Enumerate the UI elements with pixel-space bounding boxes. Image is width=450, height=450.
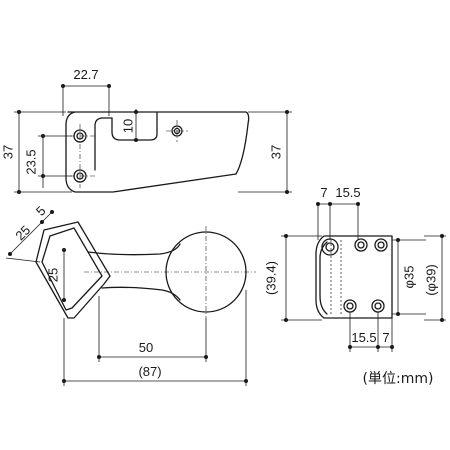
side-rim xyxy=(319,241,328,315)
dim-side-bottom-15-5: 15.5 xyxy=(351,330,376,345)
top-view-step xyxy=(94,117,113,171)
mounting-plate-inner xyxy=(41,227,103,311)
dim-37-left: 37 xyxy=(0,145,15,159)
dim-50: 50 xyxy=(139,340,153,355)
dim-diag-25: 25 xyxy=(12,222,33,243)
dim-37-right: 37 xyxy=(268,145,283,159)
dim-87: (87) xyxy=(138,364,161,379)
top-view: 22.7 10 37 23.5 37 xyxy=(0,67,292,194)
mounting-plate xyxy=(35,221,111,319)
neck xyxy=(87,243,181,301)
dim-side-top-15-5: 15.5 xyxy=(335,185,360,200)
dim-39-4: (39.4) xyxy=(263,261,278,295)
dim-10: 10 xyxy=(120,119,135,133)
dim-phi-35: φ35 xyxy=(401,266,416,289)
dim-diag-5: 5 xyxy=(33,203,49,219)
side-hole-bottom-right xyxy=(371,299,385,313)
dim-base-25: 25 xyxy=(45,268,60,282)
side-hole-top-right xyxy=(374,238,388,252)
side-hole-top-left xyxy=(354,238,368,252)
side-body xyxy=(315,235,393,319)
dim-side-top-7: 7 xyxy=(320,185,327,200)
top-view-outline xyxy=(65,111,250,193)
bottom-view: 25 5 25 50 (87) xyxy=(5,203,256,386)
side-washer xyxy=(321,238,339,256)
dim-22-7: 22.7 xyxy=(73,67,98,82)
dim-23-5: 23.5 xyxy=(23,149,38,174)
unit-note: (単位:mm) xyxy=(363,371,434,387)
dim-phi-39: (φ39) xyxy=(423,264,438,296)
side-view: 7 15.5 (39.4) φ35 (φ39) 15.5 7 xyxy=(263,185,446,352)
side-hole-bottom-left xyxy=(343,299,357,313)
dim-side-bottom-7: 7 xyxy=(382,330,389,345)
